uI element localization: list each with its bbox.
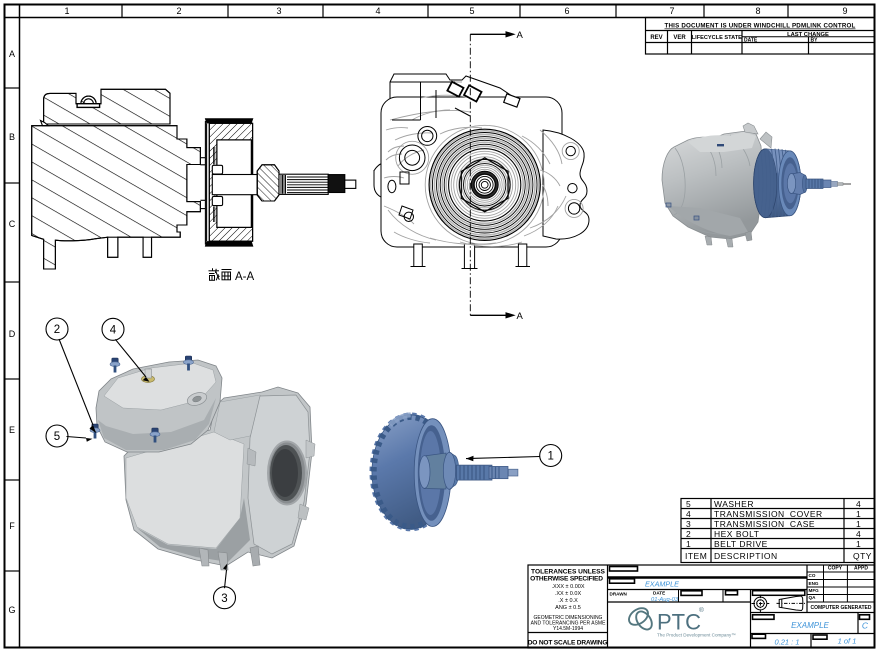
svg-text:GEOMETRIC DIMENSIONING: GEOMETRIC DIMENSIONING [534, 615, 603, 621]
svg-text:ITEM: ITEM [685, 551, 707, 561]
svg-text:4: 4 [375, 6, 380, 16]
svg-text:6: 6 [564, 6, 569, 16]
svg-text:5: 5 [54, 431, 60, 443]
svg-text:COPY: COPY [828, 566, 843, 572]
svg-text:BY: BY [811, 38, 819, 44]
svg-text:EXAMPLE: EXAMPLE [791, 621, 829, 630]
svg-text:01-Aug-03: 01-Aug-03 [651, 597, 679, 603]
svg-text:TRANSMISSION_CASE: TRANSMISSION_CASE [714, 519, 815, 529]
svg-text:4: 4 [686, 509, 691, 519]
svg-text:1: 1 [64, 6, 69, 16]
svg-text:DESCRIPTION: DESCRIPTION [714, 551, 778, 561]
svg-text:1: 1 [547, 451, 553, 463]
svg-text:THIS DOCUMENT IS UNDER WINDCHI: THIS DOCUMENT IS UNDER WINDCHILL PDMLINK… [665, 23, 856, 30]
svg-text:2: 2 [176, 6, 181, 16]
svg-text:1: 1 [686, 539, 691, 549]
svg-text:B: B [9, 132, 15, 142]
svg-text:ENG: ENG [809, 581, 819, 586]
svg-text:®: ® [699, 606, 704, 614]
svg-text:APPD: APPD [854, 566, 868, 572]
svg-text:HEX BOLT: HEX BOLT [714, 529, 759, 539]
svg-text:A: A [9, 49, 15, 59]
svg-text:8: 8 [755, 6, 760, 16]
svg-text:COMPUTER GENERATED: COMPUTER GENERATED [810, 605, 871, 611]
svg-text:4: 4 [856, 499, 861, 509]
svg-text:2: 2 [54, 324, 60, 336]
svg-text:DATE: DATE [744, 38, 758, 44]
svg-text:1: 1 [856, 509, 861, 519]
svg-text:5: 5 [469, 6, 474, 16]
svg-text:.XXX ± 0.00X: .XXX ± 0.00X [552, 584, 585, 590]
svg-text:7: 7 [669, 6, 674, 16]
svg-text:MFG: MFG [809, 588, 820, 593]
svg-text:9: 9 [842, 6, 847, 16]
svg-text:C: C [862, 621, 869, 631]
svg-text:0.21 : 1: 0.21 : 1 [774, 638, 799, 647]
svg-text:E: E [9, 425, 15, 435]
svg-text:VER: VER [673, 35, 686, 41]
svg-text:5: 5 [686, 499, 691, 509]
svg-text:4: 4 [110, 324, 117, 336]
svg-text:2: 2 [686, 529, 691, 539]
svg-text:DATE: DATE [653, 591, 665, 596]
svg-text:F: F [9, 521, 15, 531]
svg-text:.X ± 0.X: .X ± 0.X [558, 598, 578, 604]
svg-text:4: 4 [856, 529, 861, 539]
svg-text:A: A [517, 30, 524, 41]
svg-text:G: G [8, 605, 15, 615]
svg-text:AND TOLERANCING PER ASME: AND TOLERANCING PER ASME [531, 621, 606, 627]
svg-text:EXAMPLE: EXAMPLE [645, 580, 679, 589]
svg-text:TOLERANCES UNLESS: TOLERANCES UNLESS [531, 568, 605, 575]
svg-text:3: 3 [686, 519, 691, 529]
svg-text:DO NOT SCALE DRAWING: DO NOT SCALE DRAWING [528, 639, 608, 646]
svg-text:CO: CO [809, 573, 816, 578]
svg-text:.XX ± 0.0X: .XX ± 0.0X [555, 591, 582, 597]
svg-text:QTY: QTY [853, 551, 872, 561]
svg-text:PTC: PTC [657, 610, 701, 635]
svg-text:3: 3 [221, 593, 227, 605]
svg-text:C: C [9, 219, 16, 229]
svg-text:3: 3 [276, 6, 281, 16]
svg-text:1 of 1: 1 of 1 [838, 637, 857, 646]
svg-text:1: 1 [856, 519, 861, 529]
svg-text:A: A [517, 311, 524, 322]
svg-text:BELT DRIVE: BELT DRIVE [714, 539, 768, 549]
svg-text:LAST CHANGE: LAST CHANGE [787, 32, 829, 38]
svg-text:WASHER: WASHER [714, 499, 754, 509]
svg-text:OTHERWISE SPECIFIED: OTHERWISE SPECIFIED [530, 576, 603, 583]
svg-text:The Product Development Compan: The Product Development Company™ [657, 633, 736, 638]
svg-text:D: D [9, 329, 16, 339]
svg-text:ANG ± 0.5: ANG ± 0.5 [555, 605, 581, 611]
svg-text:QA: QA [809, 595, 817, 600]
svg-text:DRAWN: DRAWN [610, 592, 628, 597]
svg-text:TRANSMISSION_COVER: TRANSMISSION_COVER [714, 509, 823, 519]
svg-text:REV: REV [650, 35, 662, 41]
svg-text:Y14.5M-1994: Y14.5M-1994 [553, 626, 583, 632]
svg-text:1: 1 [856, 539, 861, 549]
svg-text:LIFECYCLE STATE: LIFECYCLE STATE [692, 35, 742, 41]
svg-text:A-A: A-A [235, 271, 255, 283]
